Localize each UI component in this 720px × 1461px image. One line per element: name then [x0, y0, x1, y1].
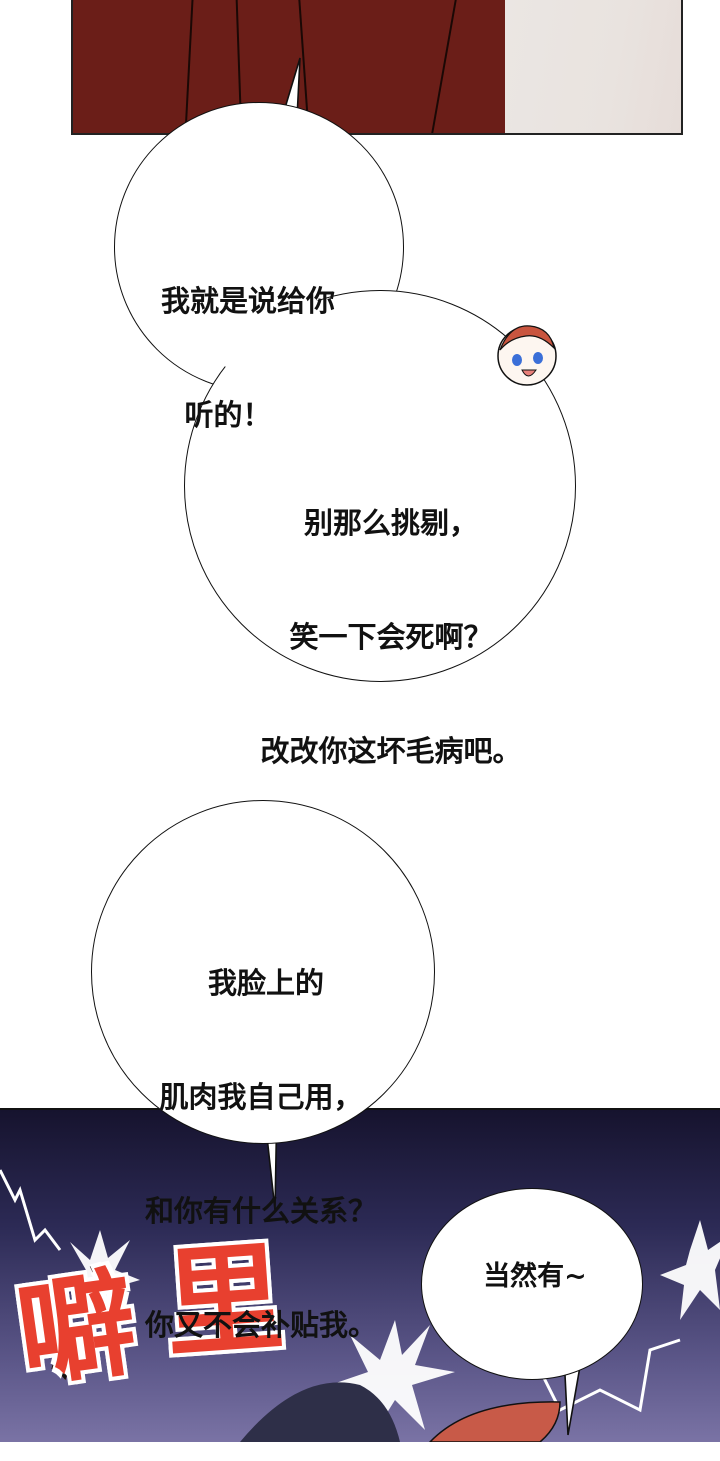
speech-bubble-4 [421, 1188, 643, 1380]
energy-bursts [0, 1169, 720, 1442]
cloth-fold [184, 0, 194, 133]
light-fabric [505, 0, 681, 133]
bubble-line: 我就是说给你 [160, 284, 335, 318]
bubble-line: 听的！ [184, 398, 272, 432]
bubble-line: 你又不会补贴我。 [144, 1308, 377, 1342]
speech-bubble-3 [91, 800, 435, 1144]
bubble-line: 和你有什么关系？ [144, 1194, 377, 1228]
top-comic-panel [71, 0, 683, 135]
bubble-line: 改改你这坏毛病吧。 [260, 734, 522, 768]
bubble-2-text: 别那么挑剔， 笑一下会死啊？ 改改你这坏毛病吧。 [226, 428, 556, 808]
chibi-face-icon [497, 325, 557, 386]
bubble-1-text: 我就是说给你 听的！ [118, 206, 378, 472]
bubble-line: 肌肉我自己用， [159, 1080, 363, 1114]
bubble-line: 我脸上的 [207, 966, 324, 1000]
bubble-tail [563, 1355, 583, 1436]
cloth-fold [430, 0, 458, 133]
bubble-merge [200, 300, 400, 380]
bubble-4-text: 当然有~ [483, 1261, 587, 1292]
bubble-line: 别那么挑剔， [303, 506, 478, 540]
bubble-3-text: 我脸上的 肌肉我自己用， 和你有什么关系？ 你又不会补贴我。 [101, 888, 421, 1382]
bubble-line: 笑一下会死啊？ [289, 620, 493, 654]
